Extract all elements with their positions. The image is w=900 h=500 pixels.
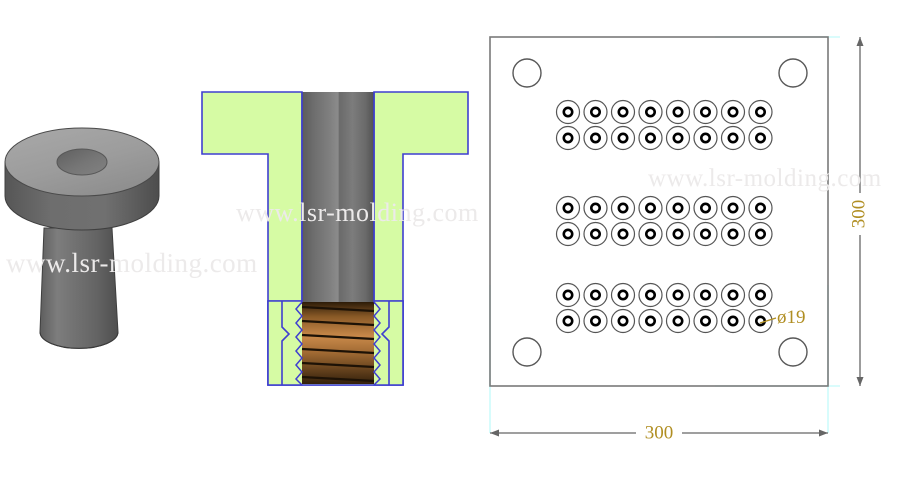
- cavity-hole-grid: [555, 99, 773, 334]
- dimension-width-label: 300: [645, 422, 674, 443]
- isometric-part-view: [0, 110, 240, 400]
- corner-hole: [778, 337, 808, 367]
- cavity-hole: [555, 99, 581, 125]
- section-thread: [294, 301, 382, 386]
- section-core-pin: [301, 92, 375, 304]
- cavity-hole: [720, 282, 746, 308]
- dimension-width: 300: [490, 420, 828, 446]
- cavity-hole: [555, 282, 581, 308]
- cavity-hole: [720, 99, 746, 125]
- cavity-hole: [693, 308, 718, 334]
- cavity-hole: [693, 195, 718, 221]
- cavity-hole: [693, 125, 718, 151]
- cavity-hole: [610, 99, 636, 125]
- cavity-hole: [693, 99, 718, 125]
- cavity-hole: [665, 282, 691, 308]
- dimension-height: 300: [848, 37, 869, 386]
- cavity-hole: [555, 308, 581, 334]
- cavity-hole: [748, 125, 773, 151]
- cavity-hole: [665, 221, 691, 247]
- diameter-leader: [759, 317, 777, 324]
- dimension-height-label: 300: [848, 200, 869, 229]
- cavity-hole: [720, 195, 746, 221]
- cavity-hole: [555, 221, 581, 247]
- corner-holes: [512, 58, 808, 367]
- part-shank: [39, 227, 119, 349]
- cavity-hole: [665, 99, 691, 125]
- cavity-hole: [583, 221, 608, 247]
- part-bore-hole: [56, 148, 108, 176]
- corner-hole: [512, 337, 542, 367]
- cavity-hole: [748, 282, 773, 308]
- cavity-hole: [720, 125, 746, 151]
- cross-section-view: [190, 80, 480, 410]
- cavity-hole: [638, 221, 663, 247]
- cavity-hole: [555, 195, 581, 221]
- cavity-hole: [583, 125, 608, 151]
- cavity-hole: [638, 125, 663, 151]
- cavity-hole: [610, 308, 636, 334]
- dimension-hole-diameter-label: ø19: [777, 307, 806, 328]
- cavity-hole: [610, 125, 636, 151]
- corner-hole: [512, 58, 542, 88]
- cavity-hole: [638, 195, 663, 221]
- cavity-hole: [583, 282, 608, 308]
- cavity-hole: [748, 221, 773, 247]
- cavity-hole: [693, 221, 718, 247]
- cavity-hole: [638, 308, 663, 334]
- cavity-hole: [748, 99, 773, 125]
- cavity-hole: [583, 99, 608, 125]
- cavity-hole: [748, 195, 773, 221]
- cavity-hole: [610, 221, 636, 247]
- plate-top-view: ø19 300 300: [470, 15, 900, 485]
- extension-lines: [489, 36, 840, 433]
- cavity-hole: [693, 282, 718, 308]
- cavity-hole: [665, 195, 691, 221]
- cavity-hole: [638, 282, 663, 308]
- cavity-hole: [610, 195, 636, 221]
- plate-outline: [489, 36, 829, 387]
- cavity-hole: [583, 308, 608, 334]
- cavity-hole: [638, 99, 663, 125]
- cavity-hole: [583, 195, 608, 221]
- cavity-hole: [720, 308, 746, 334]
- cavity-hole: [665, 308, 691, 334]
- cavity-hole: [555, 125, 581, 151]
- cavity-hole: [720, 221, 746, 247]
- cavity-hole: [610, 282, 636, 308]
- corner-hole: [778, 58, 808, 88]
- cavity-hole: [665, 125, 691, 151]
